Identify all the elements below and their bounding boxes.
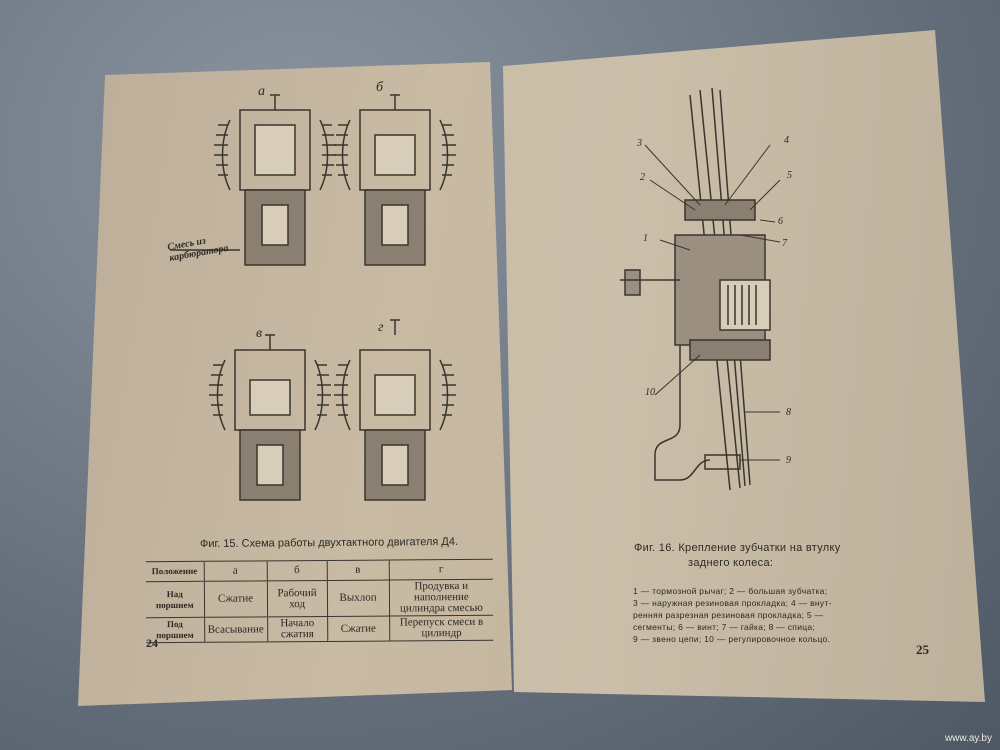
table-cell: Перепуск смеси в цилиндр [389,615,494,642]
header-cell: а [203,560,267,582]
callout-7: 7 [782,238,787,249]
figure-label-a: а [258,84,265,99]
page-number-left: 24 [146,636,158,650]
engine-figure-a [214,94,336,266]
engine-figure-b [334,94,456,266]
callout-5: 5 [787,170,792,181]
header-cell: Положение [145,561,204,582]
table-header-row: Положение а б в г [145,559,493,582]
figure-label-v: в [256,326,263,341]
figure-label-b: б [376,80,384,95]
figure-label-g: г [378,320,384,335]
callout-10: 10 [645,387,655,398]
legend-line: ренняя разрезная резиновая прокладка; 5 … [633,610,824,620]
legend-line: 3 — наружная резиновая прокладка; 4 — вн… [633,598,832,608]
table-row: Над поршнем Сжатие Рабочий ход Выхлоп Пр… [145,579,494,618]
figure-16-caption-line1: Фиг. 16. Крепление зубчатки на втулку [634,542,841,554]
table-cell: Всасывание [204,616,268,643]
engine-figure-v [209,334,331,501]
table-row: Под поршнем Всасывание Начало сжатия Сжа… [146,615,494,643]
watermark: www.ay.by [944,733,992,744]
table-cell: Над поршнем [145,581,205,618]
callout-1: 1 [643,233,648,244]
table-cell: Продувка и наполнение цилиндра смесью [388,579,494,617]
table-cell: Сжатие [203,580,268,618]
figure-16-caption-line2: заднего колеса: [688,557,774,569]
callout-6: 6 [778,216,783,227]
figure-15-caption: Фиг. 15. Схема работы двухтактного двига… [199,535,459,551]
page-number-right: 25 [916,642,929,657]
table-cell: Рабочий ход [266,580,328,617]
legend-line: 9 — звено цепи; 10 — регулировочное коль… [633,634,831,644]
figure-16-legend: 1 — тормозной рычаг; 2 — большая зубчатк… [633,585,832,645]
callout-4: 4 [784,135,789,146]
header-cell: в [326,560,389,581]
table-cell: Выхлоп [326,580,390,617]
legend-line: сегменты; 6 — винт; 7 — гайка; 8 — спица… [633,622,816,632]
table-cell: Сжатие [327,616,390,642]
callout-3: 3 [637,138,642,149]
header-cell: г [388,559,493,581]
engine-figure-g [334,319,456,501]
engine-cycle-table: Положение а б в г Над поршнем Сжатие Раб… [145,559,494,643]
legend-line: 1 — тормозной рычаг; 2 — большая зубчатк… [633,586,828,596]
callout-2: 2 [640,172,645,183]
callout-8: 8 [786,407,791,418]
header-cell: б [266,560,327,581]
callout-9: 9 [786,455,791,466]
table-cell: Начало сжатия [267,616,328,642]
